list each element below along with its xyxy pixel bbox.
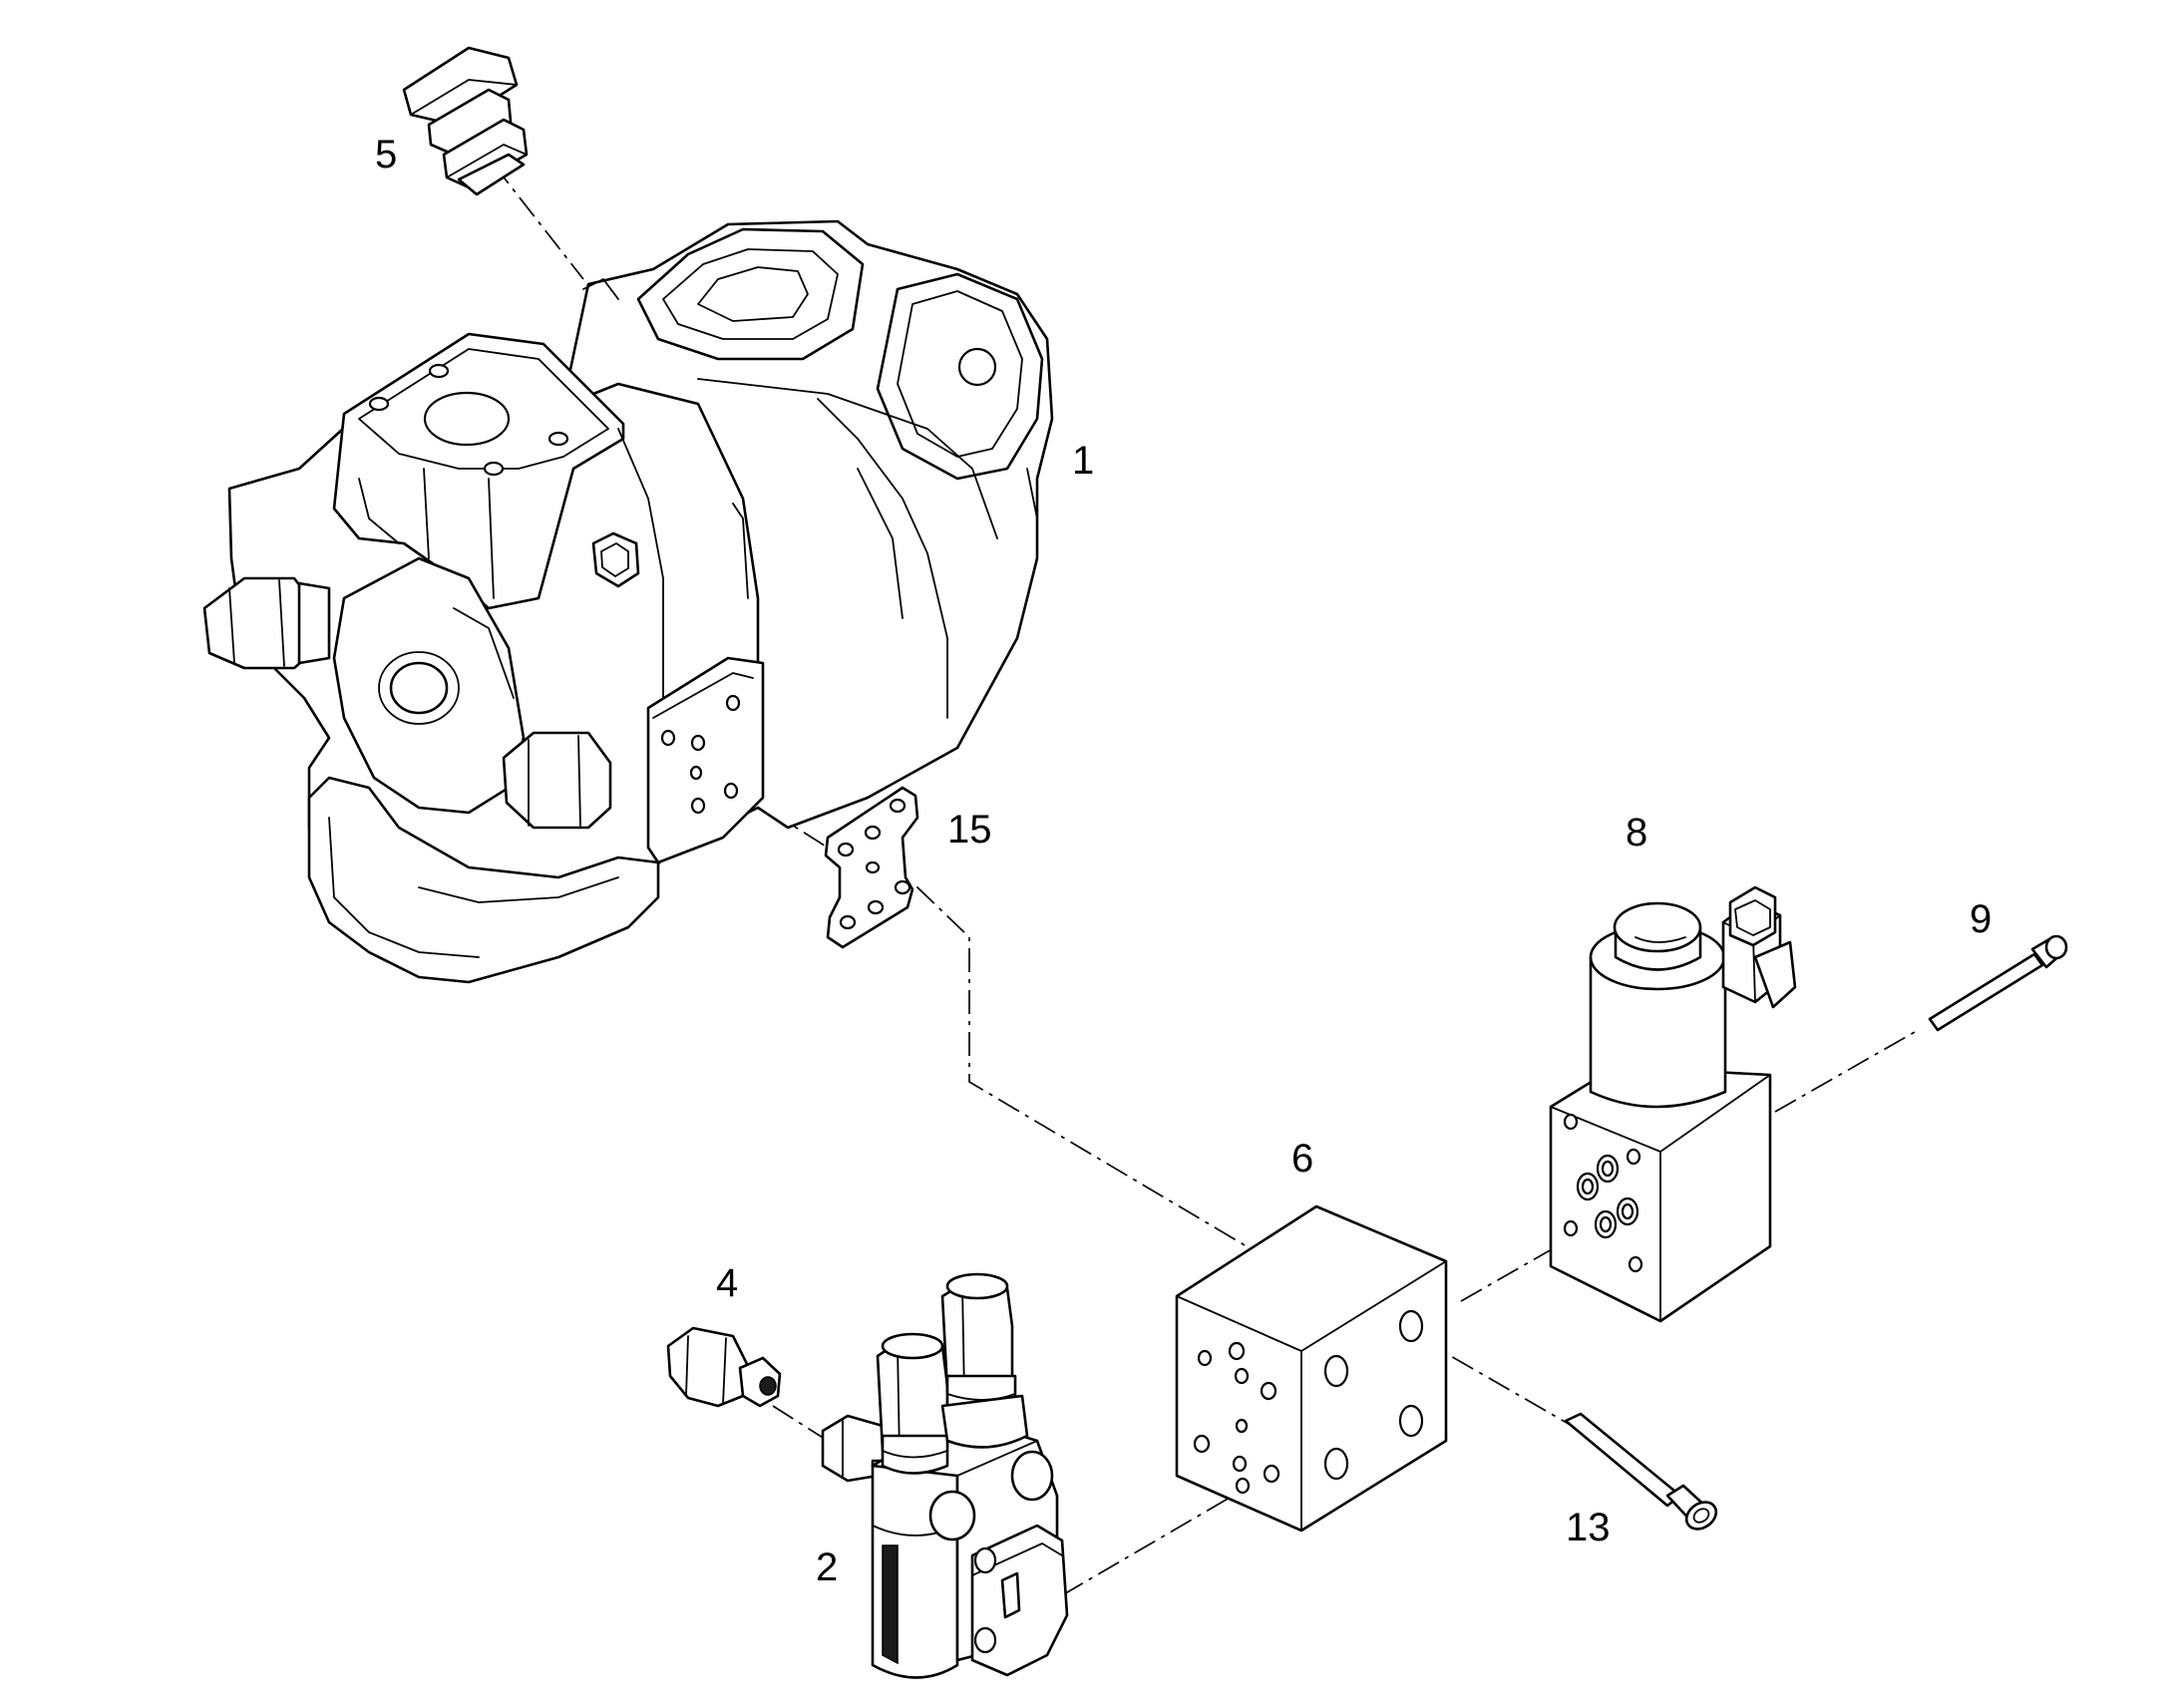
callout-2: 2 [816, 1545, 838, 1589]
part-9-bolt [1928, 934, 2068, 1032]
part-13-bolt [1564, 1412, 1718, 1531]
callout-1: 1 [1072, 439, 1094, 483]
part-2-valve-assembly [821, 1272, 1069, 1679]
part-4-fitting [666, 1326, 782, 1408]
callout-numbers: 1 5 15 8 9 6 4 13 2 [375, 133, 1992, 1589]
callout-5: 5 [375, 133, 397, 176]
part-6-valve-block [1175, 1204, 1448, 1533]
leader-15-to-6 [732, 787, 1248, 1247]
part-5-fitting [402, 46, 529, 196]
callout-8: 8 [1626, 811, 1647, 854]
leader-2-to-6 [1061, 1490, 1243, 1596]
callout-4: 4 [716, 1261, 738, 1305]
part-8-solenoid-valve [1549, 885, 1797, 1323]
leader-5 [493, 164, 584, 280]
part-15-gasket [824, 786, 919, 949]
leader-6-to-8 [1460, 1240, 1567, 1302]
leader-4 [772, 1405, 829, 1442]
callout-15: 15 [947, 808, 992, 852]
callout-9: 9 [1970, 897, 1992, 941]
callout-6: 6 [1291, 1137, 1313, 1181]
callout-13: 13 [1566, 1506, 1611, 1549]
part-1-hydraulic-pump [202, 219, 1054, 984]
leader-9 [1774, 1031, 1916, 1113]
